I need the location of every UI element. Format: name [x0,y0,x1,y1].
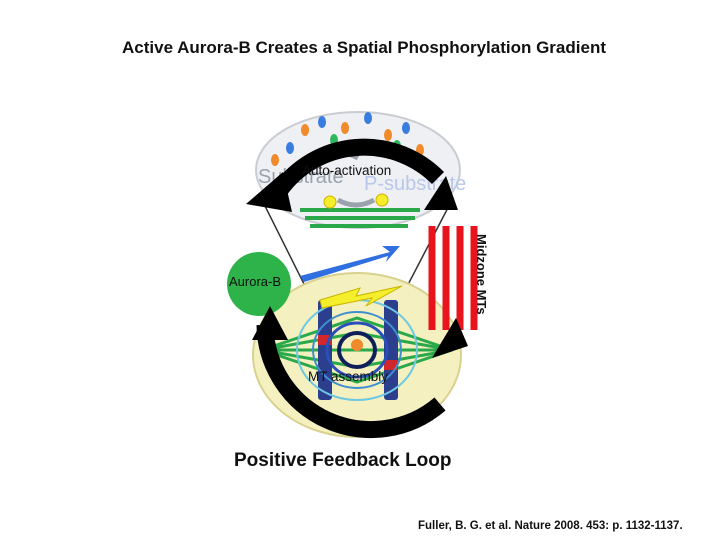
feedback-arrows [256,138,446,439]
top-left-arrowhead-icon [246,172,292,212]
positive-feedback-loop-caption: Positive Feedback Loop [234,450,452,471]
aurora-b-label: Aurora-B [229,274,282,289]
aurora-b-kinase [227,252,291,316]
top-right-arrowhead-icon [424,176,458,210]
midzone-mt-bars [428,226,478,330]
midzone-mts-label: Midzone MTs [474,234,489,315]
mt-assembly-label: MT assembly [308,369,389,384]
yellow-phosphorylation-bolt [319,285,403,309]
bottom-left-arrowhead-icon [252,306,288,340]
blue-activation-arrow [300,246,400,282]
citation: Fuller, B. G. et al. Nature 2008. 453: p… [418,520,683,532]
slide-title: Active Aurora-B Creates a Spatial Phosph… [122,38,606,57]
bottom-right-arrowhead-icon [432,318,468,358]
auto-activation-label: Auto-activation [302,163,392,178]
